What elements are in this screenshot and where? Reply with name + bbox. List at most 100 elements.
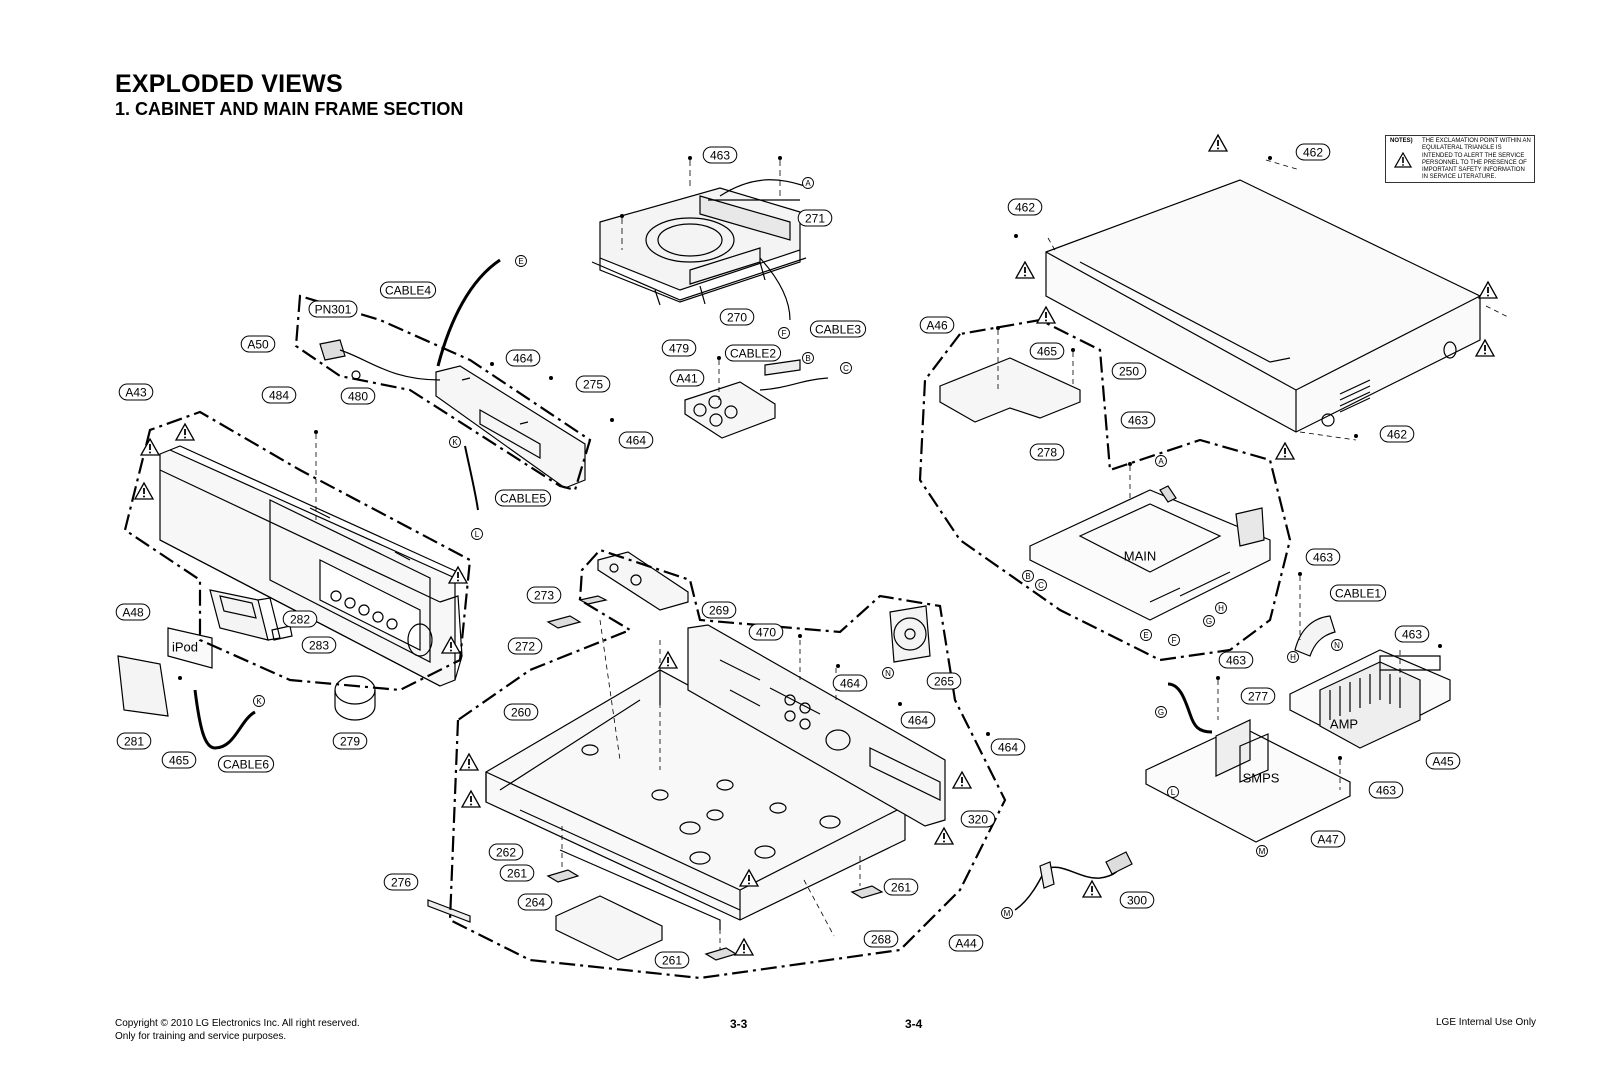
smps-board-drawing (1145, 719, 1351, 843)
part-label: 320 (960, 810, 996, 828)
part-label: 463 (702, 146, 738, 164)
svg-text:463: 463 (710, 149, 730, 163)
svg-text:463: 463 (1226, 654, 1246, 668)
svg-text:A43: A43 (125, 386, 147, 400)
part-label: 261 (499, 864, 535, 882)
svg-text:464: 464 (626, 434, 646, 448)
part-label: 261 (654, 951, 690, 969)
part-label: 463 (1120, 411, 1156, 429)
part-label: 462 (1007, 198, 1043, 216)
svg-text:CABLE3: CABLE3 (815, 323, 861, 337)
svg-text:464: 464 (840, 677, 860, 691)
svg-text:276: 276 (391, 876, 411, 890)
svg-text:465: 465 (169, 754, 189, 768)
warning-triangle-icon (1474, 338, 1496, 357)
warning-triangle-icon (458, 752, 480, 771)
part-label: 462 (1295, 143, 1331, 161)
dvd-loader-drawing (591, 179, 807, 321)
purpose-text: Only for training and service purposes. (115, 1031, 287, 1042)
connector-letter: M (1001, 907, 1013, 919)
connector-letter: C (840, 362, 852, 374)
svg-text:462: 462 (1387, 428, 1407, 442)
connector-letter: B (802, 352, 814, 364)
connector-letter: L (1167, 786, 1179, 798)
warning-triangle-icon (1274, 441, 1296, 460)
part-label: 463 (1368, 781, 1404, 799)
svg-text:L: L (475, 530, 480, 539)
svg-text:282: 282 (290, 613, 310, 627)
svg-text:268: 268 (871, 933, 891, 947)
internal-use-notice: LGE Internal Use Only (1436, 1017, 1537, 1028)
svg-text:G: G (1158, 708, 1164, 717)
warning-triangle-icon (1014, 260, 1036, 279)
svg-text:A: A (805, 179, 811, 188)
page-title: EXPLODED VIEWS (115, 70, 343, 98)
screw-markers (178, 156, 1442, 760)
part-label: 276 (383, 873, 419, 891)
amp-board-drawing (1289, 649, 1451, 749)
connector-letter: N (1331, 639, 1343, 651)
svg-text:464: 464 (998, 741, 1018, 755)
page-number-right: 3-4 (905, 1017, 923, 1031)
svg-text:463: 463 (1128, 414, 1148, 428)
svg-text:262: 262 (496, 846, 516, 860)
svg-text:C: C (1038, 581, 1044, 590)
part-label: CABLE1 (1329, 584, 1387, 602)
svg-text:F: F (1172, 636, 1177, 645)
svg-text:M: M (1004, 909, 1011, 918)
connector-letter: K (449, 436, 461, 448)
part-label: 464 (990, 738, 1026, 756)
page-number-left: 3-3 (730, 1017, 748, 1031)
warning-triangle-icon (738, 868, 760, 887)
part-label: A48 (115, 603, 151, 621)
part-label: 300 (1119, 891, 1155, 909)
svg-text:261: 261 (507, 867, 527, 881)
warning-triangle-icon (951, 770, 973, 789)
connector-letter: A (1155, 455, 1167, 467)
svg-text:B: B (805, 354, 810, 363)
svg-text:A: A (1158, 457, 1164, 466)
copyright-text: Copyright © 2010 LG Electronics Inc. All… (115, 1018, 360, 1029)
door-drawing (117, 655, 169, 717)
part-label: A50 (240, 335, 276, 353)
part-label: A46 (919, 316, 955, 334)
svg-text:281: 281 (124, 735, 144, 749)
board-name: iPod (172, 640, 198, 655)
top-cover-drawing (1045, 179, 1481, 433)
svg-text:464: 464 (908, 714, 928, 728)
part-label: A47 (1310, 830, 1346, 848)
part-label: 271 (797, 209, 833, 227)
svg-text:N: N (1334, 641, 1340, 650)
part-label: 264 (517, 893, 553, 911)
svg-text:277: 277 (1248, 690, 1268, 704)
svg-text:A50: A50 (247, 338, 269, 352)
fan-drawing (889, 605, 931, 663)
part-labels-layer: 463271270479A41CABLE2CABLE3CABLE4PN301A5… (115, 143, 1461, 969)
footer-copyright: Copyright © 2010 LG Electronics Inc. All… (115, 1017, 360, 1043)
svg-text:464: 464 (513, 352, 533, 366)
warning-triangle-icon (1081, 879, 1103, 898)
svg-text:A46: A46 (926, 319, 948, 333)
svg-text:265: 265 (934, 675, 954, 689)
part-label: 463 (1394, 625, 1430, 643)
part-label: 262 (488, 843, 524, 861)
connector-letter: A (802, 177, 814, 189)
board-name: MAIN (1124, 549, 1157, 564)
svg-text:463: 463 (1402, 628, 1422, 642)
svg-text:279: 279 (340, 735, 360, 749)
connector-letter: E (515, 255, 527, 267)
part-label: 465 (1029, 342, 1065, 360)
svg-text:A41: A41 (676, 372, 698, 386)
jack-board-drawing (684, 359, 829, 439)
notes-text: THE EXCLAMATION POINT WITHIN AN EQUILATE… (1422, 138, 1531, 181)
section-subtitle: 1. CABINET AND MAIN FRAME SECTION (115, 99, 464, 119)
part-label: 261 (883, 878, 919, 896)
part-label: 282 (282, 610, 318, 628)
svg-text:H: H (1290, 653, 1296, 662)
part-label: 278 (1029, 443, 1065, 461)
part-label: 275 (575, 375, 611, 393)
warning-triangle-icon (139, 437, 161, 456)
